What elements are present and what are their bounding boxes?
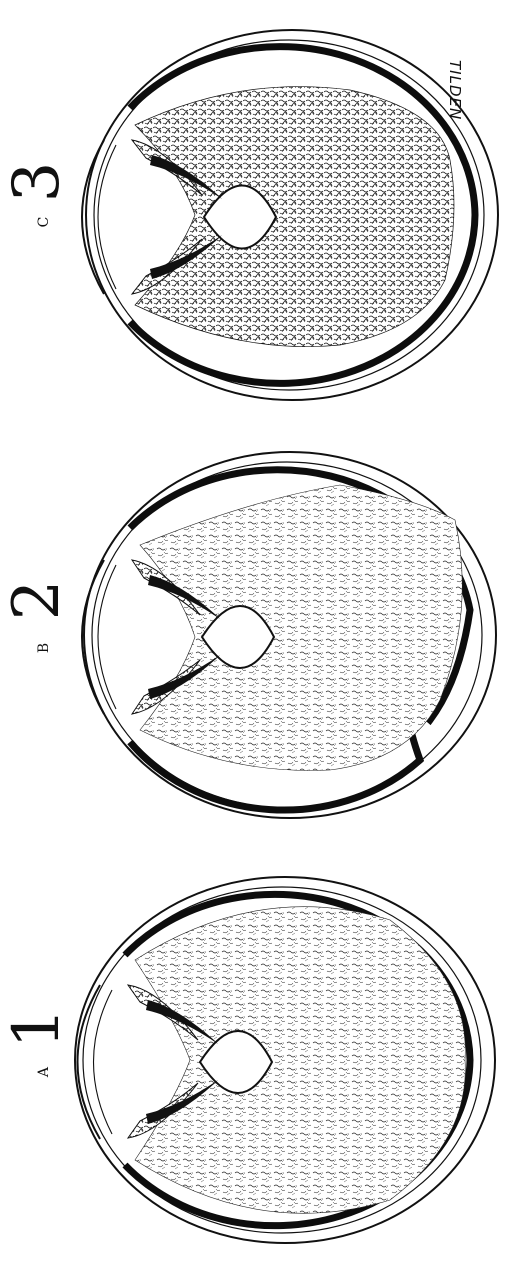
figure-letter-b: B <box>36 643 52 653</box>
figure-number-3: 3 <box>0 162 74 203</box>
figure-number-2: 2 <box>0 580 74 621</box>
eye-section-2: 2 B <box>0 452 496 818</box>
eye-section-1: 1 A <box>0 877 495 1243</box>
eye-section-3: 3 C TILDEN <box>0 30 498 400</box>
figure-letter-c: C <box>36 217 52 228</box>
figure-number-1: 1 <box>0 1008 74 1049</box>
artist-signature: TILDEN <box>446 60 464 120</box>
figure-letter-a: A <box>36 1066 52 1078</box>
